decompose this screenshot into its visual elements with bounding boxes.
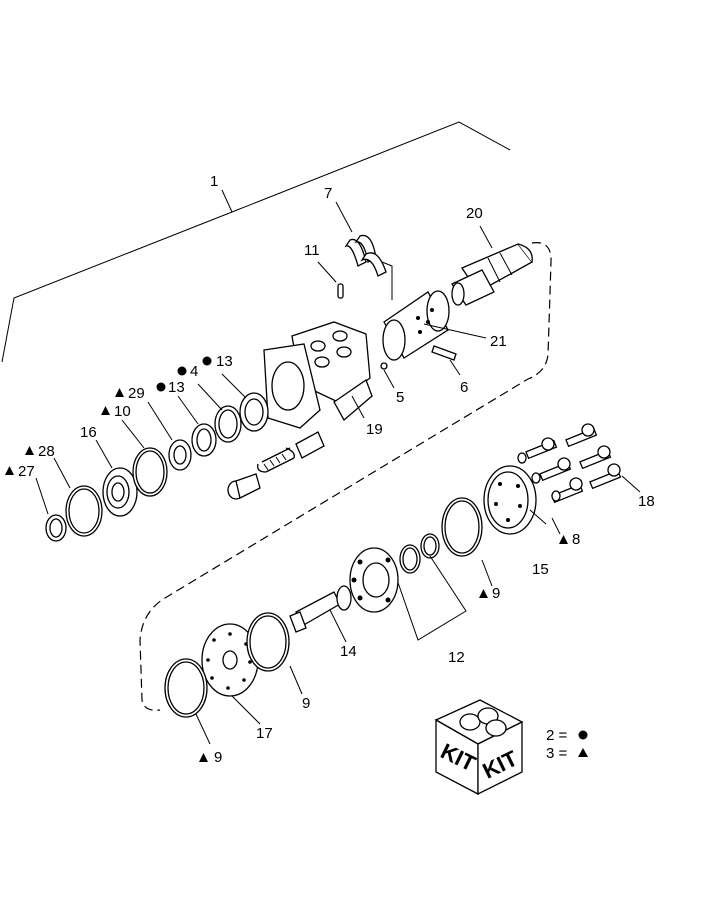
marker-dot-13-upper (202, 356, 212, 366)
label-7: 7 (324, 185, 332, 202)
marker-dot-13-lower (156, 382, 166, 392)
label-13-upper: 13 (216, 353, 233, 370)
bolts-18 (517, 423, 622, 504)
legend-triangle (578, 748, 588, 757)
marker-triangle-9-right (479, 589, 488, 598)
marker-triangle-28 (25, 446, 34, 455)
marker-triangle-29 (115, 388, 124, 397)
label-6: 6 (460, 379, 468, 396)
kit-legend: 2 = 3 = (546, 727, 588, 762)
label-27: 27 (18, 463, 35, 480)
spool-sleeve-21 (382, 290, 450, 361)
end-cap-15 (483, 465, 537, 535)
label-9-right: 9 (492, 585, 500, 602)
label-11: 11 (304, 242, 320, 259)
cardan-shaft-14 (289, 585, 352, 633)
label-28: 28 (38, 443, 55, 460)
label-4: 4 (190, 363, 198, 380)
legend-3: 3 = (546, 745, 568, 762)
kit-box-icon: KIT KIT (434, 699, 524, 796)
housing-19 (263, 321, 373, 429)
relief-valve-assembly (227, 431, 325, 500)
marker-triangle-9-left (199, 753, 208, 762)
pin-11 (337, 283, 344, 299)
marker-dot-4 (177, 366, 187, 376)
label-12: 12 (448, 649, 465, 666)
label-18: 18 (638, 493, 655, 510)
label-17: 17 (256, 725, 273, 742)
label-20: 20 (466, 205, 483, 222)
label-9-left: 9 (214, 749, 222, 766)
centering-springs-7 (344, 234, 387, 277)
label-9-middle: 9 (302, 695, 310, 712)
label-29: 29 (128, 385, 145, 402)
gerotor-set (349, 547, 399, 613)
kit-markers (5, 356, 568, 762)
legend-2: 2 = (546, 727, 568, 744)
check-ball-5 (380, 362, 388, 370)
drive-shaft-20 (451, 243, 533, 306)
label-13-lower: 13 (168, 379, 185, 396)
marker-triangle-10 (101, 406, 110, 415)
label-1: 1 (210, 173, 218, 190)
label-8: 8 (572, 531, 580, 548)
label-15: 15 (532, 561, 549, 578)
label-5: 5 (396, 389, 404, 406)
label-19: 19 (366, 421, 383, 438)
label-10: 10 (114, 403, 131, 420)
leader-lines (35, 201, 641, 745)
marker-triangle-8 (559, 535, 568, 544)
label-16: 16 (80, 424, 97, 441)
sub-assembly-dashed-outline (139, 242, 552, 711)
label-21: 21 (490, 333, 507, 350)
legend-dot (578, 730, 588, 740)
label-14: 14 (340, 643, 357, 660)
pin-6 (431, 345, 457, 361)
spacer-plate-17 (201, 623, 259, 697)
marker-triangle-27 (5, 466, 14, 475)
